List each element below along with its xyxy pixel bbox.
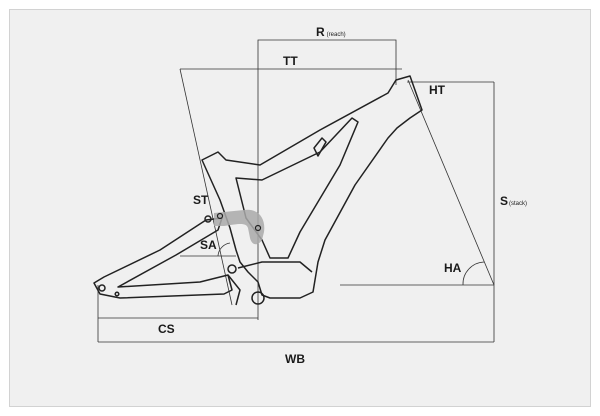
reach-label: R(reach) [316, 25, 346, 39]
wheelbase-label: WB [285, 352, 305, 366]
head-angle-arc [462, 261, 485, 286]
head-angle-label: HA [444, 261, 462, 275]
shock-bottom-pivot [254, 224, 262, 232]
reach-dimension [257, 39, 397, 320]
head-tube-label: HT [429, 83, 446, 97]
seat-angle-arc [217, 242, 231, 257]
seatstay-pivot [204, 215, 212, 223]
bottom-bracket [251, 291, 265, 305]
top-tube-label: TT [283, 54, 298, 68]
rear-axle-pivot [98, 284, 106, 292]
motor-housing [237, 261, 313, 273]
shock-top-pivot [216, 212, 224, 220]
seat-angle-label: SA [200, 238, 217, 252]
rear-shock [214, 209, 265, 245]
front-triangle [201, 75, 423, 299]
chainstay-label: CS [158, 322, 175, 336]
seat-tube-label: ST [193, 193, 209, 207]
chainstay-pivot [114, 291, 120, 297]
main-pivot [227, 264, 237, 274]
rear-triangle [93, 217, 233, 299]
stack-label: S(stack) [500, 194, 527, 208]
link [227, 274, 241, 306]
seat-tube-line [179, 68, 233, 306]
head-angle-line [407, 79, 495, 286]
bike-frame [93, 75, 423, 306]
frame-detail [313, 137, 327, 157]
